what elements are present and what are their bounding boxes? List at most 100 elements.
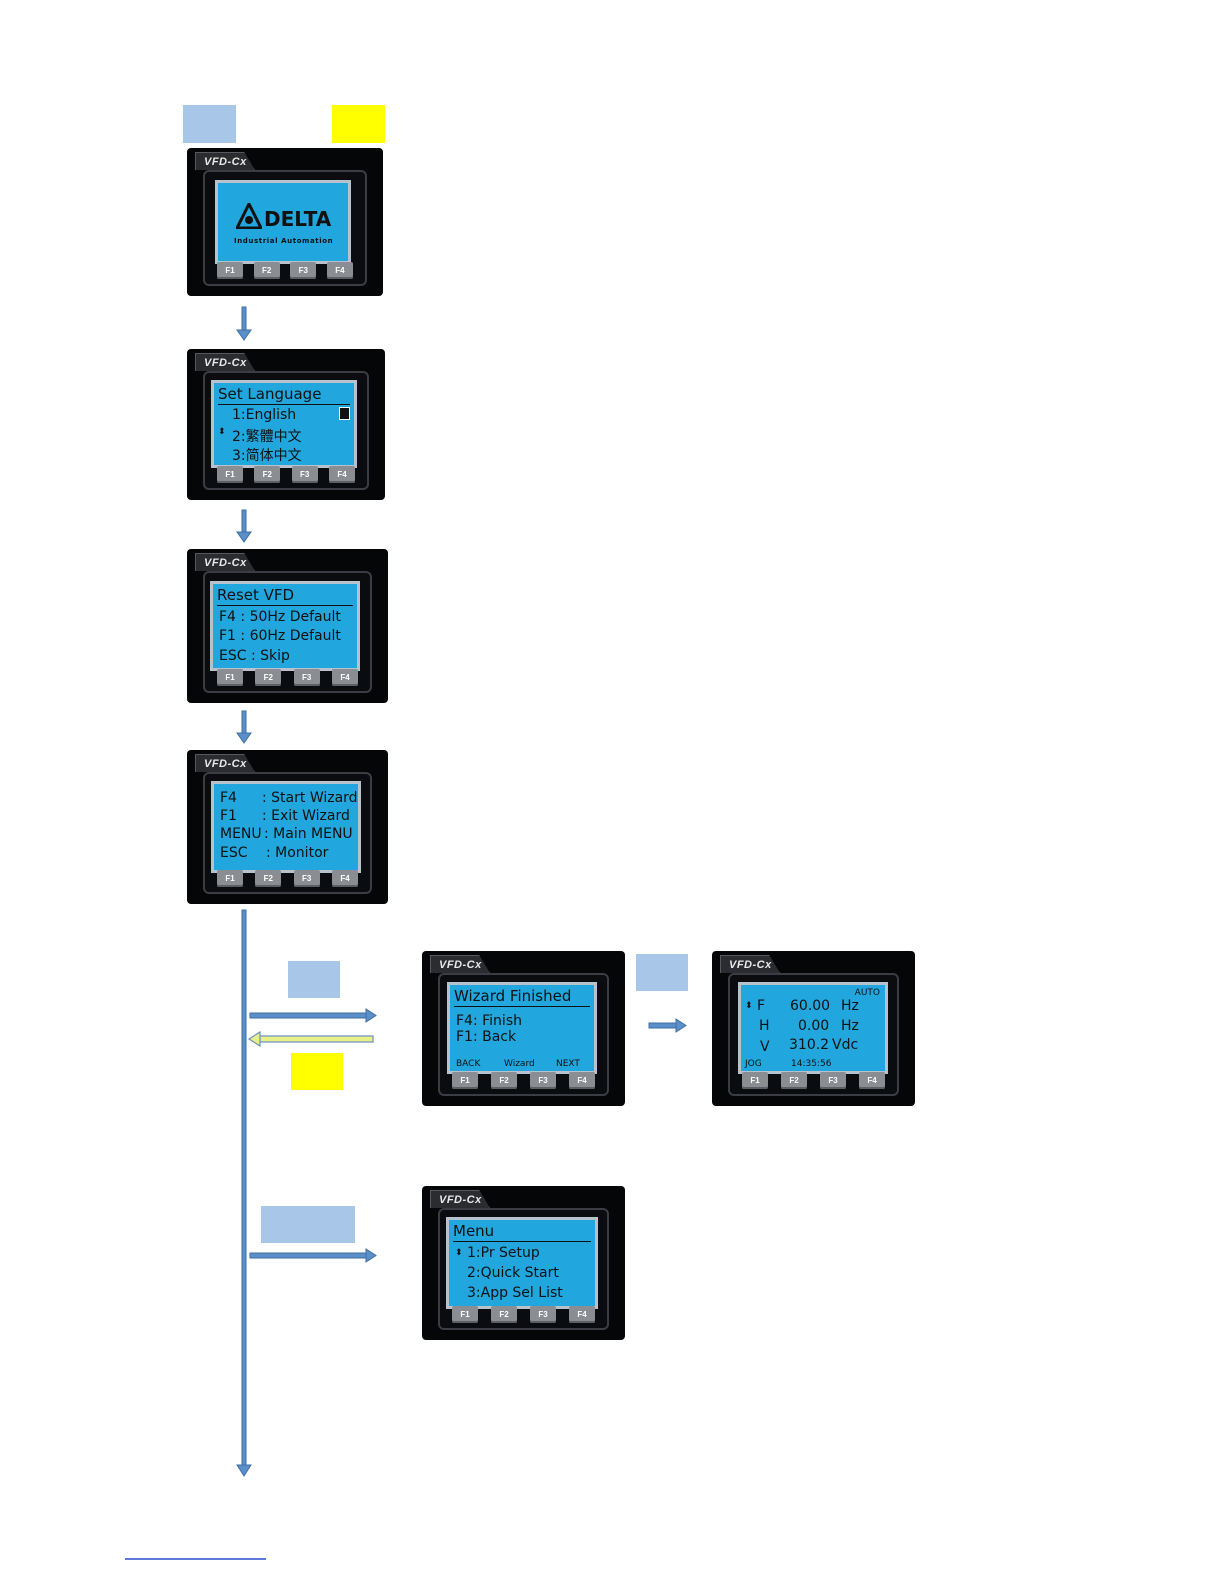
screen-title: Wizard Finished <box>454 987 590 1007</box>
language-option-1: 1:English <box>232 407 297 423</box>
f2-key[interactable]: F2 <box>491 1306 517 1323</box>
lcd-monitor-screen: AUTO ⬍ F 60.00 Hz H 0.00 Hz V 310.2 Vdc … <box>738 982 888 1074</box>
right-arrow-menu <box>249 1248 377 1263</box>
model-tab: VFD-Cx <box>720 955 780 973</box>
screen-title: Set Language <box>218 385 350 405</box>
f1-key[interactable]: F1 <box>742 1072 768 1089</box>
f2-key[interactable]: F2 <box>255 669 282 686</box>
clock-time: 14:35:56 <box>791 1059 832 1069</box>
wizard-key-f4: F4 <box>220 790 237 806</box>
scroll-updown-icon: ⬍ <box>455 1248 463 1258</box>
finish-label-box <box>636 954 688 991</box>
wizard-action-start: : Start Wizard <box>262 790 358 806</box>
scroll-updown-icon: ⬍ <box>218 427 226 437</box>
scrollbar-icon <box>339 407 350 420</box>
fkey-row: F1 F2 F3 F4 <box>217 262 353 280</box>
language-option-2: 2:繁體中文 <box>232 429 302 445</box>
freq-unit: Hz <box>841 998 859 1014</box>
menu-item-app-sel-list: 3:App Sel List <box>467 1285 563 1301</box>
f3-key[interactable]: F3 <box>293 669 320 686</box>
status-indicator: JOG <box>745 1059 762 1069</box>
f3-key[interactable]: F3 <box>820 1072 846 1089</box>
wizard-key-esc: ESC <box>220 845 248 861</box>
down-arrow-3 <box>236 710 252 744</box>
voltage-unit: Vdc <box>832 1037 859 1053</box>
keypad-panel-wizard-finished: VFD-Cx Wizard Finished F4: Finish F1: Ba… <box>422 951 625 1106</box>
f2-key[interactable]: F2 <box>254 466 281 483</box>
wizard-action-exit: : Exit Wizard <box>262 808 350 824</box>
brand-tagline: Industrial Automation <box>234 237 334 245</box>
f3-key[interactable]: F3 <box>291 466 318 483</box>
f1-label-box <box>291 1053 343 1090</box>
model-tab: VFD-Cx <box>195 553 255 571</box>
model-tab: VFD-Cx <box>430 1190 490 1208</box>
mode-indicator: AUTO <box>854 988 880 998</box>
lcd-wizard-start-screen: F4 : Start Wizard F1 : Exit Wizard MENU … <box>211 781 361 873</box>
brand-logo-text: DELTA <box>264 207 332 231</box>
f2-key[interactable]: F2 <box>255 870 282 887</box>
model-tab: VFD-Cx <box>195 353 255 371</box>
f4-key[interactable]: F4 <box>859 1072 885 1089</box>
down-arrow-1 <box>236 306 252 341</box>
wizard-key-menu: MENU <box>220 826 262 842</box>
language-option-3: 3:简体中文 <box>232 448 302 464</box>
screen-title: Menu <box>453 1222 591 1242</box>
f1-key[interactable]: F1 <box>217 870 243 887</box>
fkey-row: F1 F2 F3 F4 <box>742 1072 885 1090</box>
lcd-menu-screen: Menu ⬍ 1:Pr Setup 2:Quick Start 3:App Se… <box>446 1217 598 1309</box>
wizard-action-monitor: : Monitor <box>266 845 329 861</box>
right-arrow-finish <box>648 1018 687 1033</box>
output-label: H <box>759 1018 770 1034</box>
f4-key[interactable]: F4 <box>328 466 355 483</box>
keypad-panel-reset: VFD-Cx Reset VFD F4 : 50Hz Default F1 : … <box>187 549 388 703</box>
f1-key[interactable]: F1 <box>217 669 243 686</box>
f4-key[interactable]: F4 <box>569 1072 595 1089</box>
f1-key[interactable]: F1 <box>452 1072 478 1089</box>
reset-option-60hz: F1 : 60Hz Default <box>219 628 341 644</box>
screen-title: Reset VFD <box>217 586 353 606</box>
f4-key[interactable]: F4 <box>569 1306 595 1323</box>
voltage-value: 310.2 <box>789 1037 830 1053</box>
voltage-label: V <box>760 1039 770 1055</box>
fkey-row: F1 F2 F3 F4 <box>217 669 358 687</box>
output-unit: Hz <box>841 1018 859 1034</box>
f1-key[interactable]: F1 <box>217 262 243 279</box>
reset-option-skip: ESC : Skip <box>219 648 290 664</box>
menu-label-box <box>261 1206 355 1243</box>
softkey-wizard-label: Wizard <box>504 1059 535 1069</box>
model-tab: VFD-Cx <box>195 754 255 772</box>
fkey-row: F1 F2 F3 F4 <box>452 1072 595 1090</box>
softkey-back-label: BACK <box>456 1059 481 1069</box>
finish-option: F4: Finish <box>456 1013 522 1029</box>
keypad-panel-language: VFD-Cx Set Language 1:English ⬍ 2:繁體中文 3… <box>187 349 385 500</box>
lcd-logo-screen: DELTA Industrial Automation <box>215 180 351 264</box>
freq-label: F <box>757 998 766 1014</box>
f2-key[interactable]: F2 <box>781 1072 807 1089</box>
f3-key[interactable]: F3 <box>290 262 317 279</box>
softkey-next-label: NEXT <box>556 1059 580 1069</box>
legend-yellow-box <box>332 105 385 143</box>
f4-key[interactable]: F4 <box>331 870 358 887</box>
output-value: 0.00 <box>798 1018 830 1034</box>
menu-item-quick-start: 2:Quick Start <box>467 1265 559 1281</box>
long-down-arrow <box>236 909 252 1477</box>
f1-key[interactable]: F1 <box>217 466 243 483</box>
down-arrow-2 <box>236 509 252 543</box>
f4-key[interactable]: F4 <box>326 262 353 279</box>
f3-key[interactable]: F3 <box>530 1306 556 1323</box>
f3-key[interactable]: F3 <box>293 870 320 887</box>
fkey-row: F1 F2 F3 F4 <box>217 870 358 888</box>
f1-key[interactable]: F1 <box>452 1306 478 1323</box>
f4-key[interactable]: F4 <box>331 669 358 686</box>
fkey-row: F1 F2 F3 F4 <box>452 1306 595 1324</box>
f2-key[interactable]: F2 <box>253 262 280 279</box>
menu-item-pr-setup: 1:Pr Setup <box>467 1245 540 1261</box>
lcd-language-screen: Set Language 1:English ⬍ 2:繁體中文 3:简体中文 <box>211 380 357 468</box>
f2-key[interactable]: F2 <box>491 1072 517 1089</box>
freq-value: 60.00 <box>790 998 831 1014</box>
f3-key[interactable]: F3 <box>530 1072 556 1089</box>
f4-label-box <box>288 961 340 998</box>
left-arrow-back <box>247 1030 374 1048</box>
keypad-panel-menu: VFD-Cx Menu ⬍ 1:Pr Setup 2:Quick Start 3… <box>422 1186 625 1340</box>
